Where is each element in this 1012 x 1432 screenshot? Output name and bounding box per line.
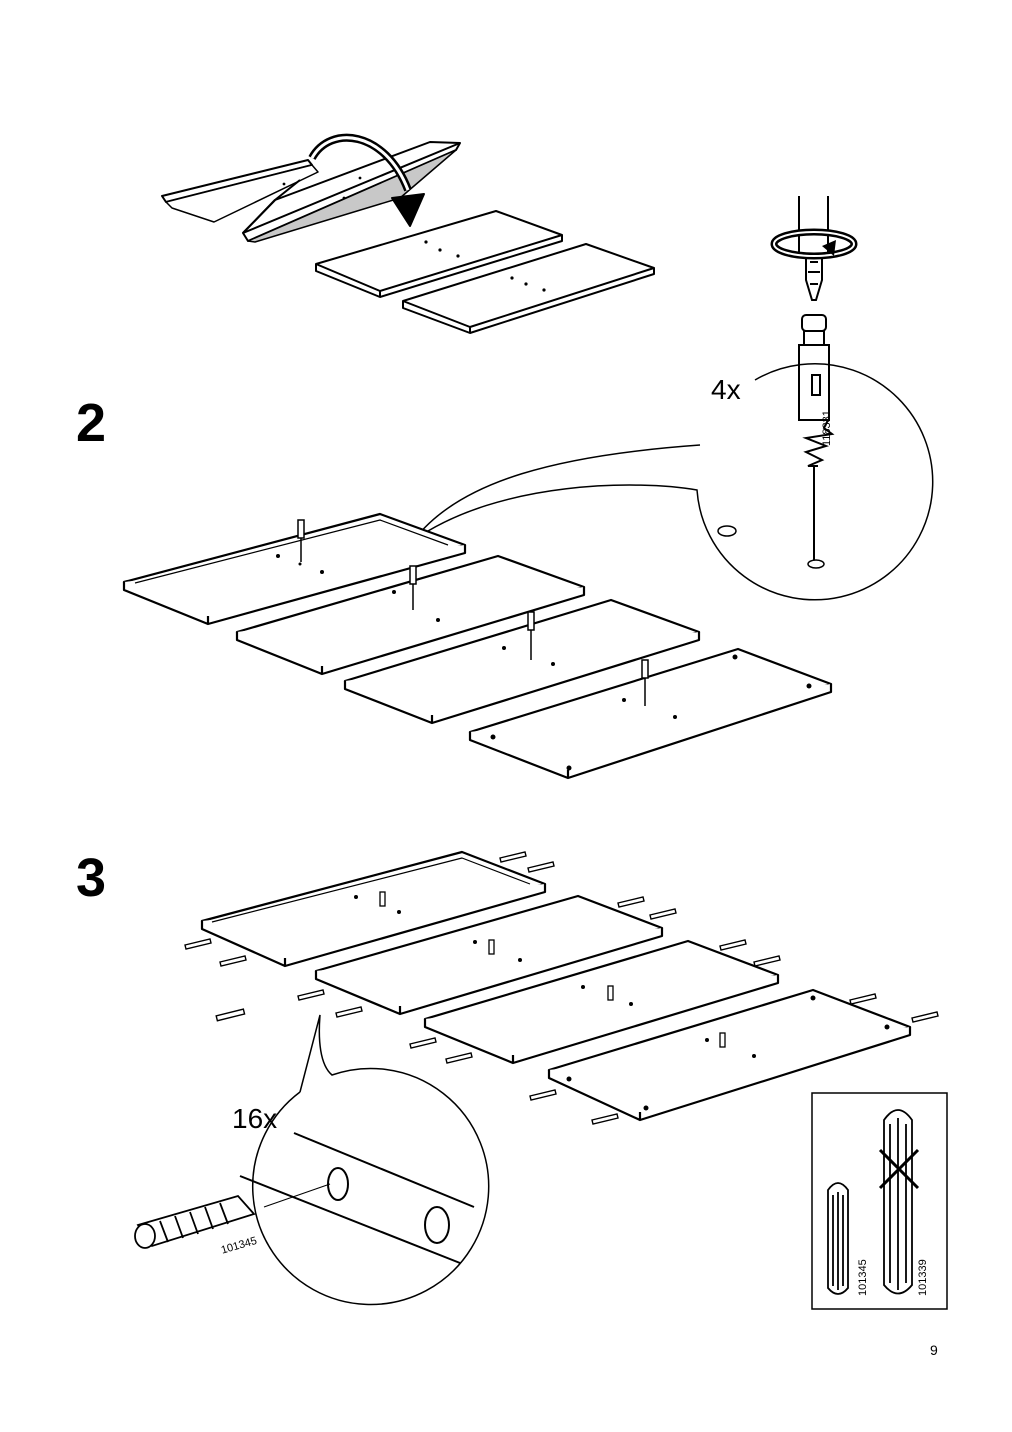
- dowel-long-icon: [883, 1109, 913, 1295]
- dowel-icon: [134, 1194, 256, 1249]
- dowel-short-icon: [827, 1182, 849, 1295]
- step3-panels: [200, 850, 912, 1122]
- step3-dowels: [184, 851, 939, 1125]
- rotation-arrow-icon: [770, 228, 858, 260]
- step2-panels: [122, 512, 833, 780]
- flat-board-2: [402, 243, 655, 334]
- step2-cam-bolts: [297, 519, 649, 706]
- flat-board-1: [315, 210, 563, 298]
- page-number: 9: [930, 1342, 938, 1358]
- part-number-correct-dowel: 101345: [857, 1259, 869, 1296]
- callout-circle-step3: [251, 1014, 490, 1306]
- screwdriver-icon: [798, 196, 829, 301]
- callout-step3-detail: [239, 1132, 475, 1264]
- part-number-cam-bolt: 118331: [821, 410, 833, 446]
- wrong-x-icon: [878, 1148, 920, 1190]
- step3-cam-bolts: [379, 891, 726, 1048]
- step-number-3: 3: [76, 848, 107, 908]
- step-number-2: 2: [76, 393, 107, 453]
- part-number-wrong-dowel: 101339: [917, 1259, 929, 1296]
- step1-flip-illustration: [161, 133, 655, 334]
- step2-quantity: 4x: [711, 374, 741, 405]
- rotate-arrow-head: [391, 193, 425, 227]
- step3-quantity: 16x: [232, 1103, 278, 1134]
